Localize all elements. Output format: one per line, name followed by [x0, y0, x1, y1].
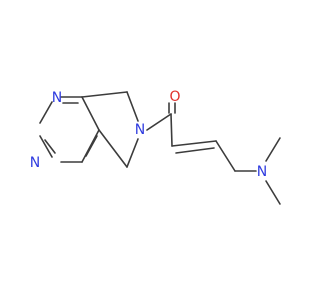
bond-c7-n6: [126, 91, 139, 122]
bond-c2-n3-inner: [44, 139, 56, 154]
bond-beta-gamma: [215, 140, 236, 172]
structure-svg: N N N O N: [30, 89, 281, 205]
bond-c4-c4a-inner: [85, 135, 98, 157]
bond-c5-c4a: [98, 129, 128, 168]
bond-alpha-beta-inner: [175, 147, 215, 154]
bond-alpha-beta: [171, 140, 217, 147]
pyrimidine-n3-label: N: [30, 155, 40, 171]
carbonyl-o-label: O: [169, 89, 180, 105]
bond-n-methyl-bottom: [265, 180, 281, 205]
bond-c4-c4a: [81, 129, 100, 163]
pyrimidine-n1-label: N: [52, 90, 62, 106]
molecule-structure-diagram: N N N O N: [30, 89, 281, 205]
amide-n-label: N: [135, 122, 145, 138]
bond-n6-carbonyl: [146, 113, 172, 131]
bond-n6-c5: [126, 138, 139, 168]
bond-n-methyl-top: [265, 137, 281, 162]
bond-n1-c2: [39, 101, 53, 124]
bond-carbonyl-alpha: [170, 113, 173, 147]
bond-c2-n3: [39, 135, 53, 158]
bond-c7a-c7: [81, 91, 128, 98]
amine-n-label: N: [257, 164, 267, 180]
bond-c4a-c7a: [81, 96, 100, 131]
